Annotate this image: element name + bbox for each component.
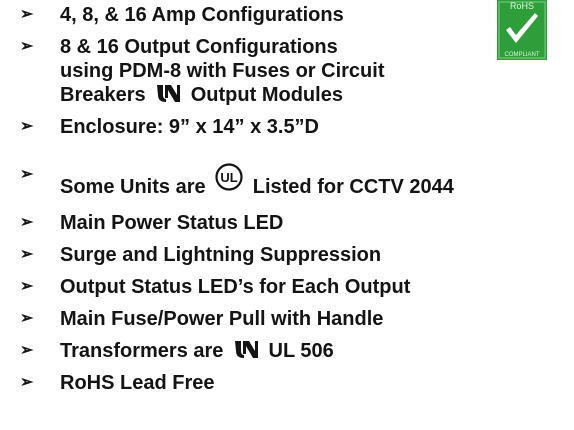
list-item-text: Enclosure: 9” x 14” x 3.5”D (60, 116, 320, 138)
bullet-arrow-icon: ➢ (20, 278, 34, 295)
list-item: ➢ Transformers are UL 506 (20, 339, 334, 363)
bullet-arrow-icon: ➢ (20, 118, 34, 135)
bullet-arrow-icon: ➢ (20, 342, 34, 359)
list-item: ➢ RoHS Lead Free (20, 371, 214, 395)
list-item-text: Transformers are (60, 340, 224, 362)
list-item-text: Main Power Status LED (60, 212, 284, 234)
list-item-text: Some Units are (60, 176, 206, 198)
list-item: ➢ Main Power Status LED (20, 211, 283, 235)
list-item: ➢ Surge and Lightning Suppression (20, 243, 381, 267)
list-item: ➢ Some Units are UL Listed for CCTV 2044 (20, 163, 454, 199)
list-item: ➢ 8 & 16 Output Configurations using PDM… (20, 35, 384, 107)
ul-listed-icon: UL (215, 163, 243, 191)
bullet-arrow-icon: ➢ (20, 166, 34, 183)
list-item: ➢ 4, 8, & 16 Amp Configurations (20, 3, 344, 27)
list-item: ➢ Enclosure: 9” x 14” x 3.5”D (20, 115, 319, 139)
list-item-text: 8 & 16 Output Configurations (60, 36, 338, 58)
list-item-text: UL 506 (268, 340, 334, 362)
checkmark-icon (506, 13, 538, 43)
list-item-text: Breakers (60, 84, 146, 106)
ur-recognized-icon (234, 341, 258, 358)
list-item-text: Output Status LED’s for Each Output (60, 276, 411, 298)
list-item-text: Output Modules (190, 84, 343, 106)
rohs-compliant-badge: RoHS COMPLIANT (497, 0, 547, 60)
list-item: ➢ Main Fuse/Power Pull with Handle (20, 307, 383, 331)
bullet-arrow-icon: ➢ (20, 214, 34, 231)
list-item-text: Surge and Lightning Suppression (60, 244, 382, 266)
ul-circle-text: UL (221, 170, 238, 185)
list-item-text: RoHS Lead Free (60, 372, 215, 394)
rohs-bottom-text: COMPLIANT (504, 52, 539, 58)
list-item-text: Main Fuse/Power Pull with Handle (60, 308, 384, 330)
bullet-arrow-icon: ➢ (20, 6, 34, 23)
list-item-text: using PDM-8 with Fuses or Circuit (60, 60, 385, 82)
rohs-top-text: RoHS (510, 1, 534, 11)
bullet-arrow-icon: ➢ (20, 38, 34, 55)
ur-recognized-icon (157, 85, 181, 102)
bullet-arrow-icon: ➢ (20, 246, 34, 263)
list-item-text: 4, 8, & 16 Amp Configurations (60, 4, 344, 26)
list-item-text: Listed for CCTV 2044 (252, 176, 454, 198)
bullet-arrow-icon: ➢ (20, 310, 34, 327)
bullet-arrow-icon: ➢ (20, 374, 34, 391)
list-item: ➢ Output Status LED’s for Each Output (20, 275, 410, 299)
